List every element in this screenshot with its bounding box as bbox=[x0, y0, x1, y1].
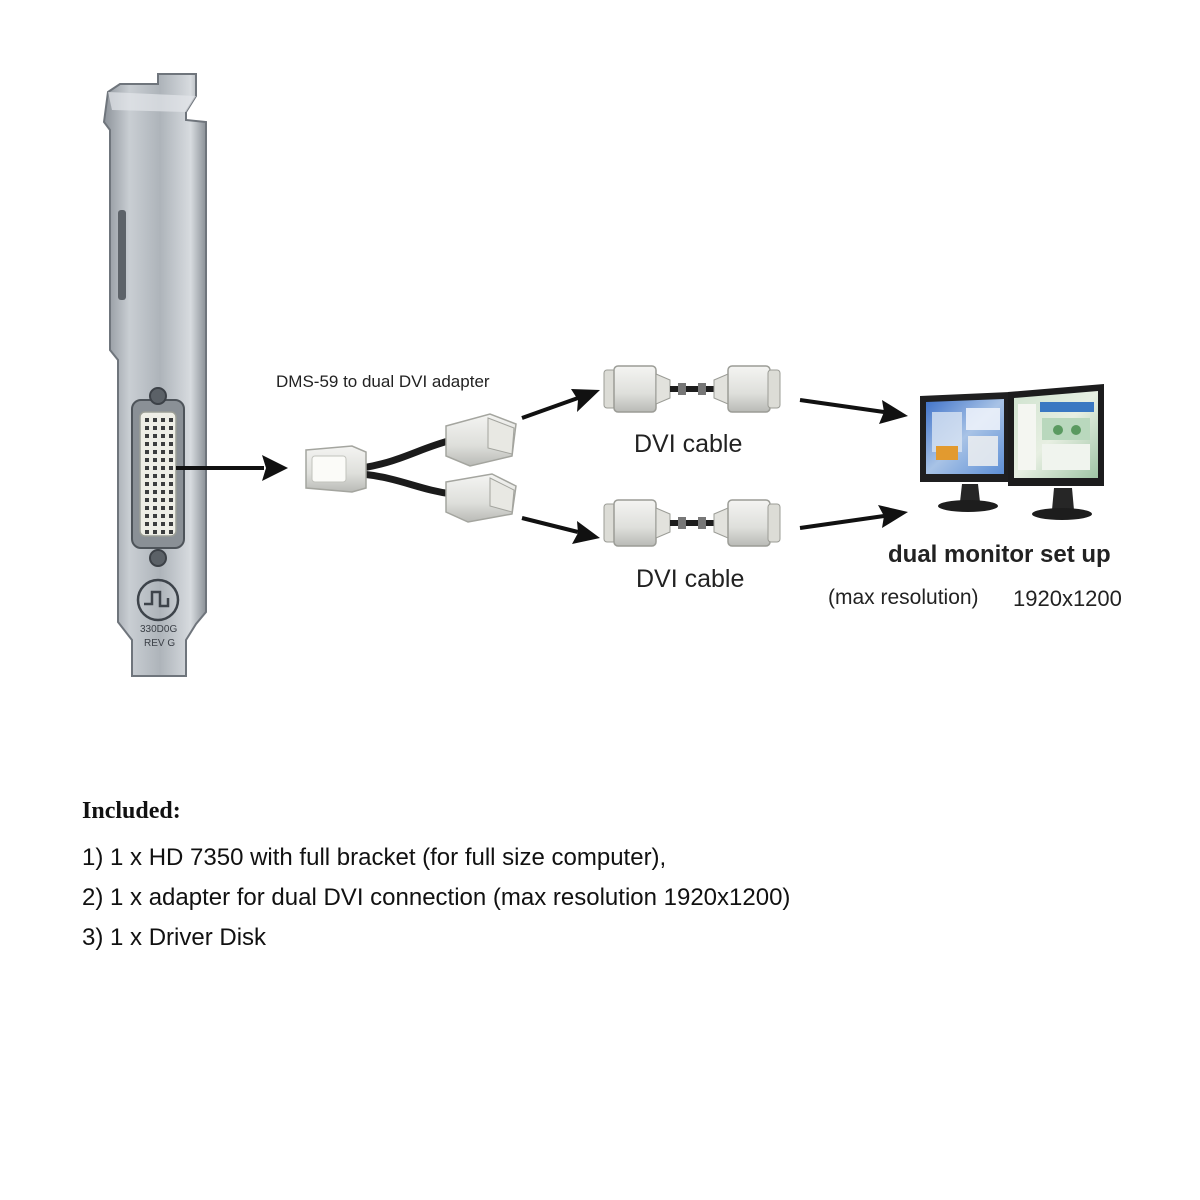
monitor-right bbox=[1008, 384, 1104, 520]
included-heading: Included: bbox=[82, 798, 181, 824]
dvi-cable-label-1: DVI cable bbox=[634, 430, 743, 458]
pci-bracket: 330D0G REV G bbox=[102, 73, 207, 677]
included-item: 2) 1 x adapter for dual DVI connection (… bbox=[82, 884, 791, 911]
arrow-to-adapter bbox=[176, 455, 288, 481]
monitor-left bbox=[920, 392, 1010, 512]
dms59-dual-dvi-adapter bbox=[305, 413, 517, 523]
bracket-logo-icon bbox=[136, 578, 180, 622]
max-resolution-label: (max resolution) bbox=[828, 586, 979, 609]
dual-monitor-title: dual monitor set up bbox=[888, 541, 1111, 568]
bracket-stamp-model: 330D0G bbox=[140, 624, 177, 635]
adapter-label: DMS-59 to dual DVI adapter bbox=[276, 372, 490, 391]
adapter-input-plug bbox=[305, 445, 367, 493]
adapter-output-plug-1 bbox=[445, 413, 517, 467]
arrow-to-monitor-1 bbox=[799, 398, 908, 424]
arrow-to-monitor-2 bbox=[799, 505, 908, 530]
dvi-cable-1 bbox=[603, 365, 781, 413]
dms59-port bbox=[131, 387, 185, 567]
included-item: 1) 1 x HD 7350 with full bracket (for fu… bbox=[82, 844, 667, 871]
dvi-cable-2 bbox=[603, 499, 781, 547]
bracket-stamp-rev: REV G bbox=[144, 638, 175, 649]
dvi-cable-label-2: DVI cable bbox=[636, 565, 745, 593]
adapter-output-plug-2 bbox=[445, 473, 517, 523]
arrow-to-cable-1 bbox=[521, 389, 600, 420]
arrow-to-cable-2 bbox=[521, 516, 600, 544]
dual-monitor-setup bbox=[920, 384, 1104, 520]
max-resolution-value: 1920x1200 bbox=[1013, 586, 1122, 611]
included-item: 3) 1 x Driver Disk bbox=[82, 924, 267, 951]
